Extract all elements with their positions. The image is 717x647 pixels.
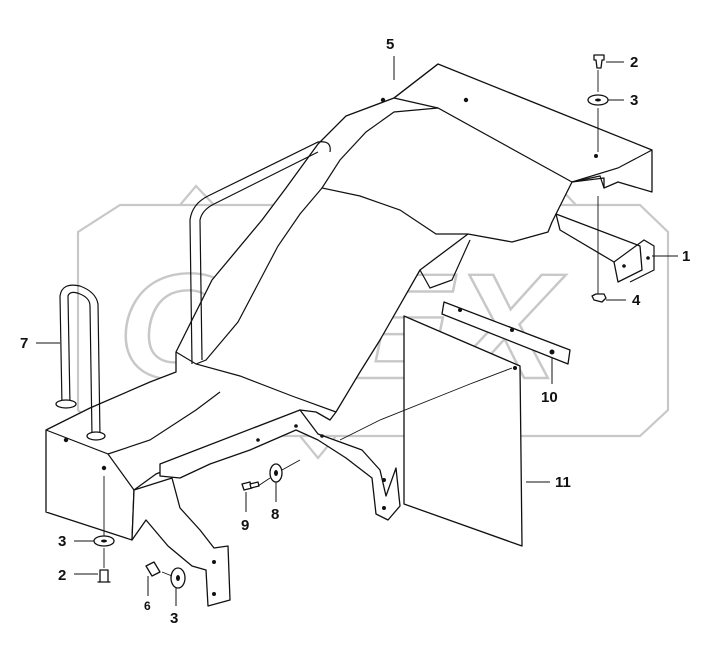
callout-6: 6 bbox=[144, 599, 151, 613]
callout-7: 7 bbox=[20, 335, 28, 352]
callout-3-bottom: 3 bbox=[170, 610, 178, 627]
callout-10: 10 bbox=[541, 389, 558, 406]
callout-11: 11 bbox=[555, 474, 571, 491]
bolt-2-left bbox=[97, 569, 111, 583]
callout-3-left: 3 bbox=[58, 533, 66, 550]
part-11-plate bbox=[403, 315, 523, 547]
part-1-bracket bbox=[555, 213, 655, 283]
washer-8 bbox=[269, 463, 283, 483]
callout-2-left: 2 bbox=[58, 567, 66, 584]
callout-9: 9 bbox=[241, 517, 249, 534]
lower-bracket bbox=[131, 409, 401, 607]
callout-1: 1 bbox=[682, 248, 690, 265]
large-handle bbox=[189, 141, 331, 365]
washer-3-top bbox=[587, 94, 609, 106]
callout-5: 5 bbox=[386, 36, 394, 53]
part-10-strip bbox=[441, 301, 571, 365]
assembly-lines bbox=[103, 70, 599, 577]
bolt-2-top bbox=[593, 54, 605, 69]
callout-4: 4 bbox=[632, 292, 641, 309]
callout-3-top: 3 bbox=[630, 92, 638, 109]
callout-8: 8 bbox=[271, 506, 279, 523]
washer-3-bottom bbox=[170, 567, 186, 589]
part-7-handle bbox=[55, 284, 106, 441]
bolt-6 bbox=[145, 561, 161, 577]
callout-2-top: 2 bbox=[630, 54, 638, 71]
washer-3-left bbox=[93, 535, 115, 547]
nut-4 bbox=[591, 293, 607, 303]
callout-labels: 1 2 3 4 5 7 10 11 8 9 3 2 6 3 bbox=[20, 36, 690, 627]
bolt-9 bbox=[241, 481, 260, 491]
leader-lines bbox=[36, 56, 678, 606]
